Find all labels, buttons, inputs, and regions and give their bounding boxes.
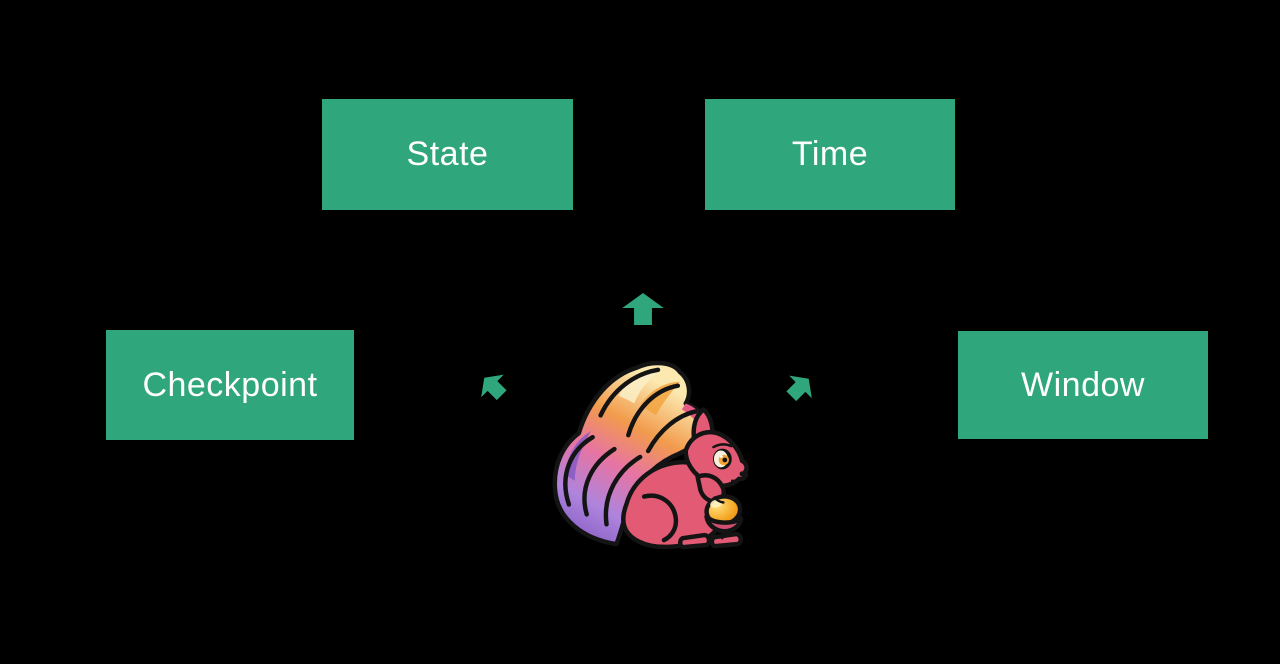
up-right-arrow-icon	[780, 367, 820, 407]
checkpoint-box-label: Checkpoint	[142, 365, 318, 404]
flink-squirrel-logo	[548, 356, 768, 554]
up-left-arrow-icon	[473, 366, 513, 406]
state-box-label: State	[406, 135, 489, 173]
up-arrow-icon	[622, 293, 664, 325]
time-box-label: Time	[791, 135, 869, 173]
window-box: Window	[958, 331, 1208, 439]
time-box: Time	[705, 99, 955, 210]
window-box-label: Window	[1021, 365, 1145, 404]
state-box: State	[322, 99, 573, 210]
checkpoint-box: Checkpoint	[106, 330, 354, 440]
